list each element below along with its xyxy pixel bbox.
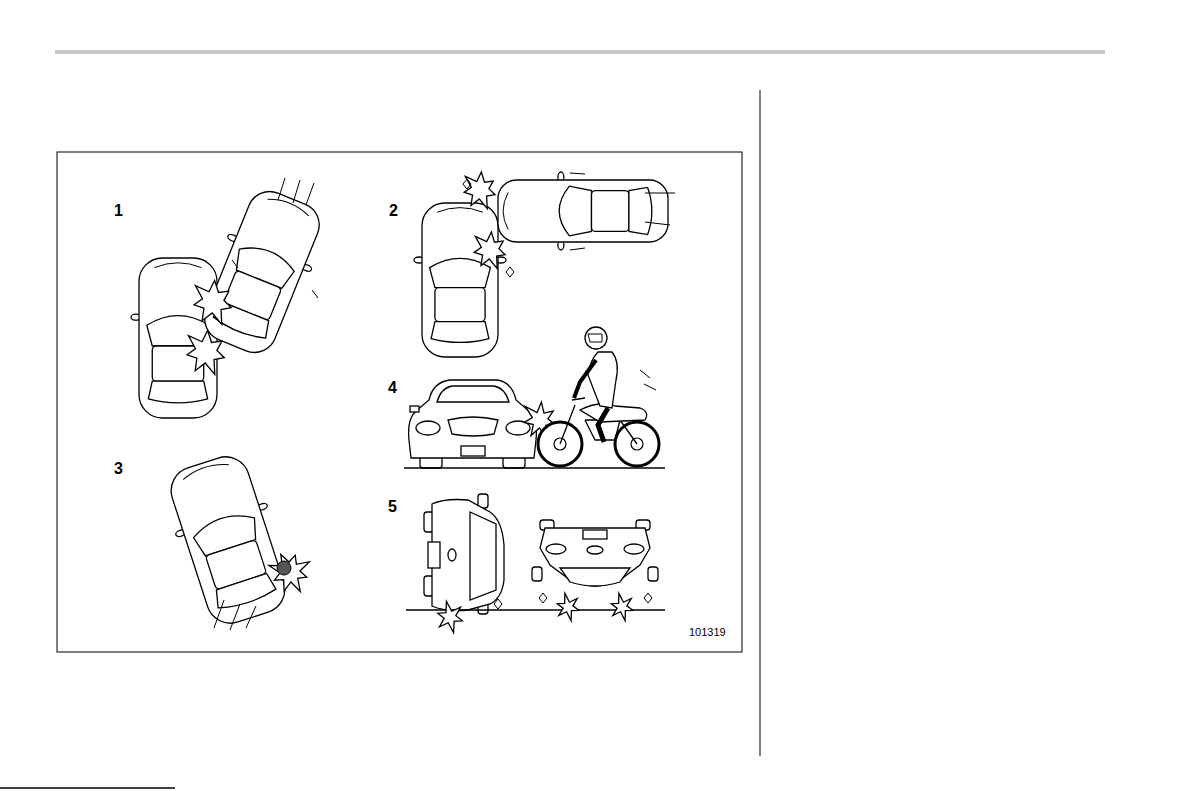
motion-lines <box>570 173 675 250</box>
impact-burst <box>474 232 505 269</box>
scene-number: 2 <box>389 203 398 219</box>
spark <box>644 593 652 603</box>
ground-line <box>404 467 665 468</box>
impact-burst <box>438 601 462 632</box>
scene-number: 4 <box>388 380 397 396</box>
figure-frame <box>57 152 742 652</box>
car-upside-down <box>532 520 658 586</box>
car-top-view <box>414 203 506 357</box>
motion-lines <box>232 178 318 298</box>
car-top-view <box>191 182 334 362</box>
car-top-view <box>157 448 298 632</box>
car-top-view <box>498 172 668 250</box>
scene-number: 5 <box>388 499 397 515</box>
impact-burst <box>557 593 578 620</box>
motion-lines <box>214 600 256 630</box>
car-on-side <box>424 494 504 614</box>
spark <box>539 593 547 603</box>
motion-lines <box>640 370 656 390</box>
car-front-view <box>409 380 537 468</box>
impact-burst <box>269 554 309 591</box>
header-rule <box>55 50 1105 54</box>
scene-number: 3 <box>114 461 123 477</box>
car-top-view <box>131 258 225 418</box>
footer-rule <box>0 787 175 789</box>
figure-code: 101319 <box>689 627 726 638</box>
spark <box>463 179 471 189</box>
scene-number: 1 <box>114 203 123 219</box>
impact-burst <box>611 593 632 620</box>
pole <box>277 561 291 575</box>
impact-burst <box>464 172 495 209</box>
spark <box>494 599 502 609</box>
impact-burst <box>194 280 231 324</box>
motorcycle <box>538 327 659 466</box>
spark <box>506 267 514 277</box>
column-rule <box>760 90 761 756</box>
impact-burst <box>187 330 224 374</box>
